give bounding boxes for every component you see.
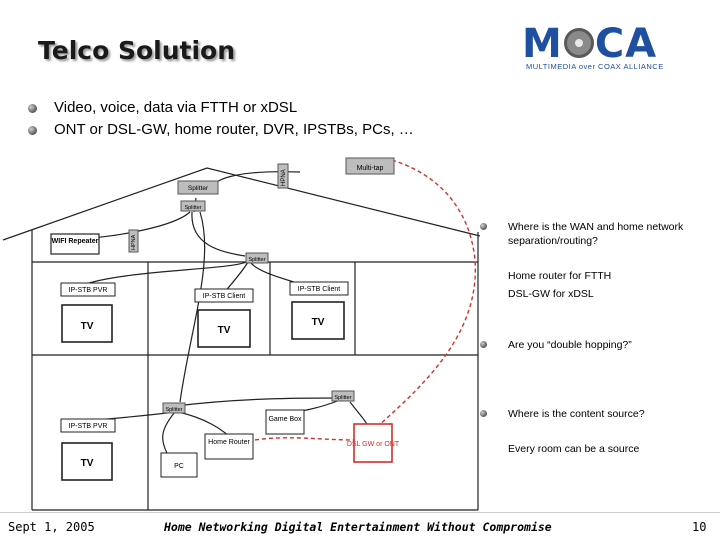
side-note: Are you “double hopping?” [480, 338, 700, 352]
splitter-top-box [177, 180, 219, 195]
bullet-icon [480, 410, 487, 417]
logo-tagline: MULTIMEDIA over COAX ALLIANCE [526, 62, 664, 71]
hpna-top-label: HPNA [281, 169, 287, 186]
ipstb-client-mid-label: IP-STB Client [203, 293, 245, 300]
splitter-downstairs-right-label: Splitter [334, 395, 351, 401]
game-box-box [265, 409, 305, 435]
dslgw-ont-label: DSL GW or ONT [347, 441, 400, 448]
bullet-list: Video, voice, data via FTTH or xDSL ONT … [28, 98, 414, 142]
bullet-icon [28, 104, 37, 113]
side-note-text: Where is the WAN and home network separa… [508, 221, 684, 247]
wire-to-dslgw [349, 401, 369, 427]
bullet-item: Video, voice, data via FTTH or xDSL [28, 98, 414, 120]
footer-date: Sept 1, 2005 [8, 520, 95, 534]
ipstb-client-right-box [289, 281, 349, 296]
red-dashed-router-link [254, 437, 356, 441]
ipstb-pvr-upstairs-label: IP-STB PVR [69, 287, 108, 294]
multitap-box [345, 157, 395, 175]
hpna-wifi-label: HPNA [131, 234, 137, 250]
tv-upstairs-left-label: TV [81, 321, 94, 332]
home-router-label: Home Router [208, 439, 250, 446]
side-note: Every room can be a source [480, 442, 700, 456]
wire-to-splitter-2 [191, 211, 246, 257]
bullet-icon [28, 126, 37, 135]
footer-tagline: Home Networking Digital Entertainment Wi… [164, 520, 552, 534]
wire-down-floor [179, 211, 206, 403]
side-note-text: Where is the content source? [508, 408, 645, 420]
multitap-label: Multi-tap [357, 165, 384, 172]
tv-upstairs-left-box [61, 304, 113, 343]
tv-downstairs-label: TV [81, 458, 94, 469]
wire-to-ipstb-pvr-top [79, 261, 247, 287]
home-router-box [204, 433, 254, 460]
logo-letter-m: M [522, 21, 563, 67]
logo-coax-icon [563, 28, 594, 58]
splitter-downstairs-right-box [331, 390, 355, 402]
side-note: Where is the content source? [480, 407, 700, 421]
bullet-text: ONT or DSL-GW, home router, DVR, IPSTBs,… [54, 121, 414, 138]
slide-title: Telco Solution [38, 36, 235, 65]
ipstb-pvr-upstairs-box [60, 282, 116, 297]
splitter-downstairs-left-box [162, 402, 186, 414]
splitter-attic-label: Splitter [184, 205, 201, 211]
ipstb-pvr-downstairs-box [60, 418, 116, 433]
game-box-label: Game Box [268, 416, 302, 423]
tv-upstairs-right-box [291, 301, 345, 340]
bullet-text: Video, voice, data via FTTH or xDSL [54, 99, 298, 116]
tv-downstairs-box [61, 442, 113, 481]
ipstb-pvr-downstairs-label: IP-STB PVR [69, 423, 108, 430]
footer-divider [0, 512, 720, 513]
hpna-wifi-box [128, 229, 139, 253]
hpna-top-box [277, 163, 289, 189]
tv-upstairs-mid-label: TV [218, 325, 231, 336]
wifi-repeater-box [50, 233, 100, 255]
red-dashed-wan-link [377, 159, 476, 427]
pc-box [160, 452, 198, 478]
roof-outline [2, 167, 481, 241]
wifi-repeater-label: WIFI Repeater [52, 238, 99, 245]
side-note: DSL-GW for xDSL [480, 287, 700, 301]
splitter-upstairs-label: Splitter [248, 257, 265, 263]
dslgw-ont-box [353, 423, 393, 463]
moca-logo: M CA MULTIMEDIA over COAX ALLIANCE [522, 24, 706, 74]
side-note: Where is the WAN and home network separa… [480, 220, 700, 248]
tv-upstairs-right-label: TV [312, 317, 325, 328]
splitter-upstairs-box [245, 252, 269, 264]
pc-label: PC [174, 463, 184, 470]
tv-upstairs-mid-box [197, 309, 251, 348]
side-note-text: DSL-GW for xDSL [508, 288, 594, 300]
splitter-downstairs-left-label: Splitter [165, 407, 182, 413]
bullet-icon [480, 341, 487, 348]
side-note: Home router for FTTH [480, 269, 700, 283]
wire-to-splitter-3 [175, 397, 339, 407]
side-note-text: Are you “double hopping?” [508, 339, 632, 351]
logo-letters-ca: CA [594, 21, 658, 67]
side-note-text: Every room can be a source [508, 443, 640, 455]
wire-to-pc [162, 411, 176, 456]
side-note-text: Home router for FTTH [508, 270, 612, 282]
ipstb-client-right-label: IP-STB Client [298, 286, 340, 293]
bullet-icon [480, 223, 487, 230]
bullet-item: ONT or DSL-GW, home router, DVR, IPSTBs,… [28, 120, 414, 142]
ipstb-client-mid-box [194, 288, 254, 303]
splitter-top-label: Splitter [188, 185, 209, 192]
splitter-attic-box [180, 200, 206, 212]
page-number: 10 [692, 520, 707, 534]
wire-to-ipstb-client [224, 261, 249, 293]
